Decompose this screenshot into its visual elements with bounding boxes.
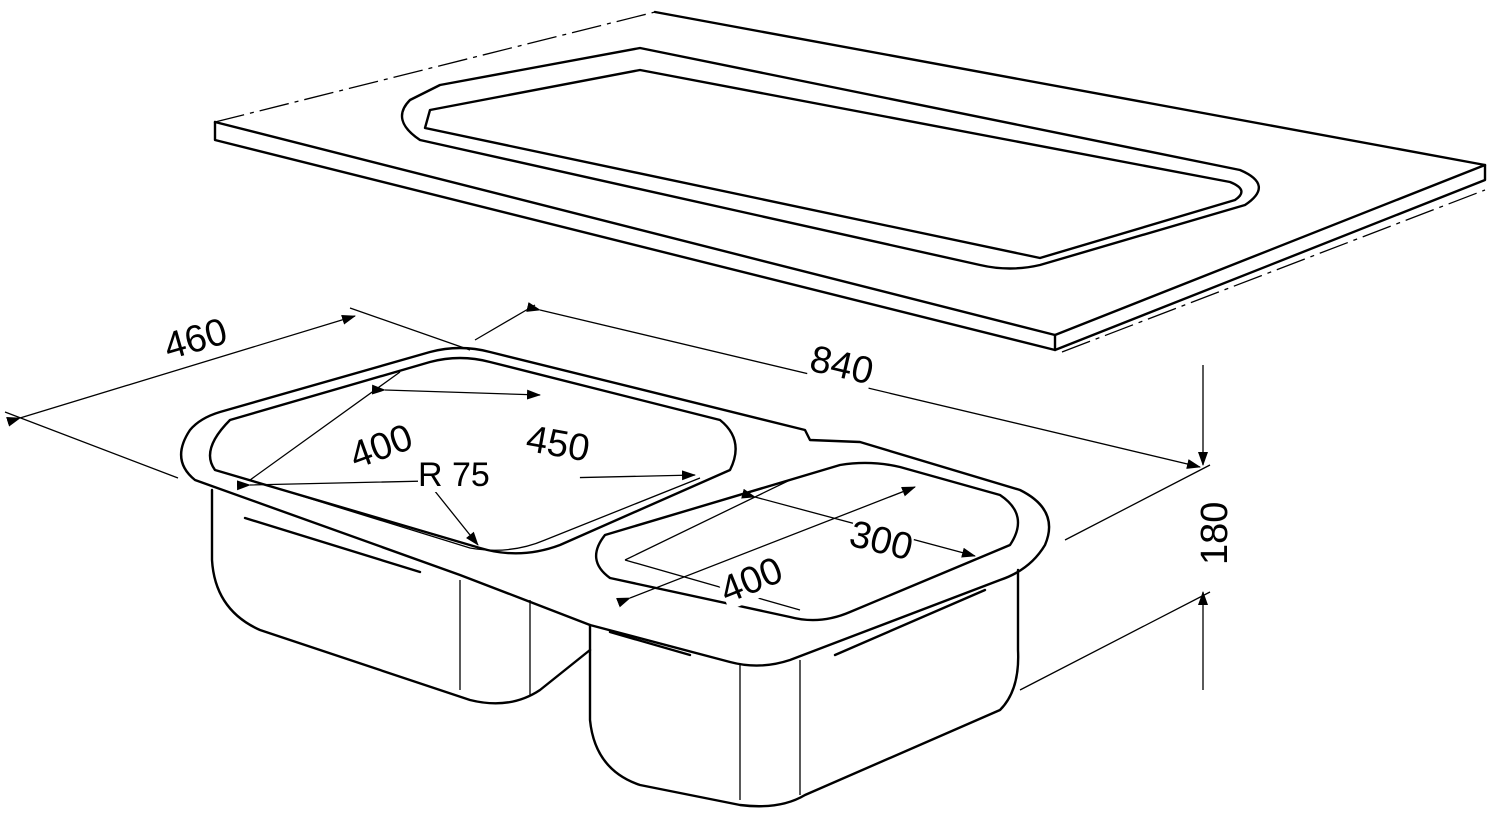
countertop [213, 10, 1487, 353]
dimension-left-bowl-width: 450 [523, 418, 593, 471]
dimension-corner-radius: R 75 [418, 456, 490, 494]
sink [180, 346, 1051, 808]
dimension-height: 180 [1194, 501, 1236, 565]
dimension-lines [4, 302, 1211, 691]
